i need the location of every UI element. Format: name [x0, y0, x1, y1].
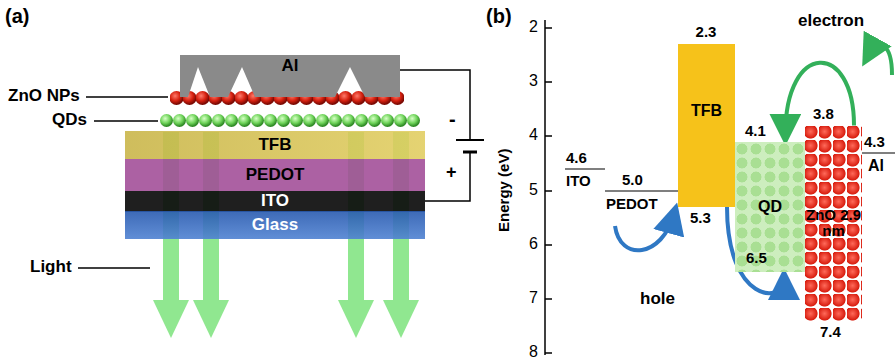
carrier-label: hole — [640, 290, 675, 309]
layer-label: PEDOT — [246, 166, 305, 185]
part-label: QDs — [52, 111, 87, 130]
zno-band: ZnO 2.9 nm — [805, 126, 862, 321]
carrier-label: electron — [798, 12, 864, 31]
tick-label: 5 — [529, 181, 538, 199]
ito-layer: ITO — [125, 191, 425, 212]
panel-label: (a) — [5, 5, 29, 27]
layer-label: TFB — [691, 102, 722, 120]
energy-value: 2.3 — [696, 24, 717, 41]
panel-label: (b) — [486, 5, 512, 27]
tfb-layer: TFB — [125, 131, 425, 159]
glass-substrate: Glass — [125, 211, 425, 239]
layer-label: Glass — [252, 216, 298, 235]
energy-value: 7.4 — [820, 324, 841, 341]
layer-label: QD — [758, 198, 782, 216]
layer-label: ITO — [261, 192, 289, 211]
tick-label: 6 — [529, 235, 538, 253]
aluminum-cathode: Al — [180, 55, 400, 97]
tick-label: 8 — [529, 343, 538, 361]
energy-value: 3.8 — [813, 106, 834, 123]
energy-axis — [545, 20, 552, 355]
tick-label: 7 — [529, 289, 538, 307]
tick-label: 2 — [529, 18, 538, 36]
carrier-arrow — [785, 63, 854, 134]
part-label: Light — [30, 258, 72, 277]
energy-value: 5.3 — [690, 210, 711, 227]
polarity-sign: - — [449, 108, 456, 130]
part-label: ZnO NPs — [8, 87, 80, 106]
axis-title: Energy (eV) — [497, 148, 514, 231]
energy-value: 4.1 — [745, 123, 766, 140]
tick-label: 4 — [529, 126, 538, 144]
level-name: Al — [868, 157, 884, 175]
hole-injection-arrow — [615, 214, 674, 250]
layer-label: Al — [282, 57, 299, 76]
energy-value: 4.3 — [864, 134, 885, 151]
energy-value: 5.0 — [622, 172, 643, 189]
level-name: PEDOT — [606, 196, 658, 213]
energy-value: 4.6 — [566, 150, 587, 167]
layer-label: ZnO 2.9 nm — [805, 207, 862, 240]
polarity-sign: + — [446, 163, 457, 183]
qd-band: QD — [735, 142, 805, 272]
tick-label: 3 — [529, 72, 538, 90]
level-name: ITO — [566, 173, 591, 190]
electron-injection-arrow — [868, 45, 892, 75]
layer-label: TFB — [258, 136, 291, 155]
tfb-band: TFB — [678, 44, 735, 207]
energy-value: 6.5 — [746, 250, 767, 267]
pedot-layer: PEDOT — [125, 159, 425, 191]
quantum-dots — [160, 110, 420, 131]
